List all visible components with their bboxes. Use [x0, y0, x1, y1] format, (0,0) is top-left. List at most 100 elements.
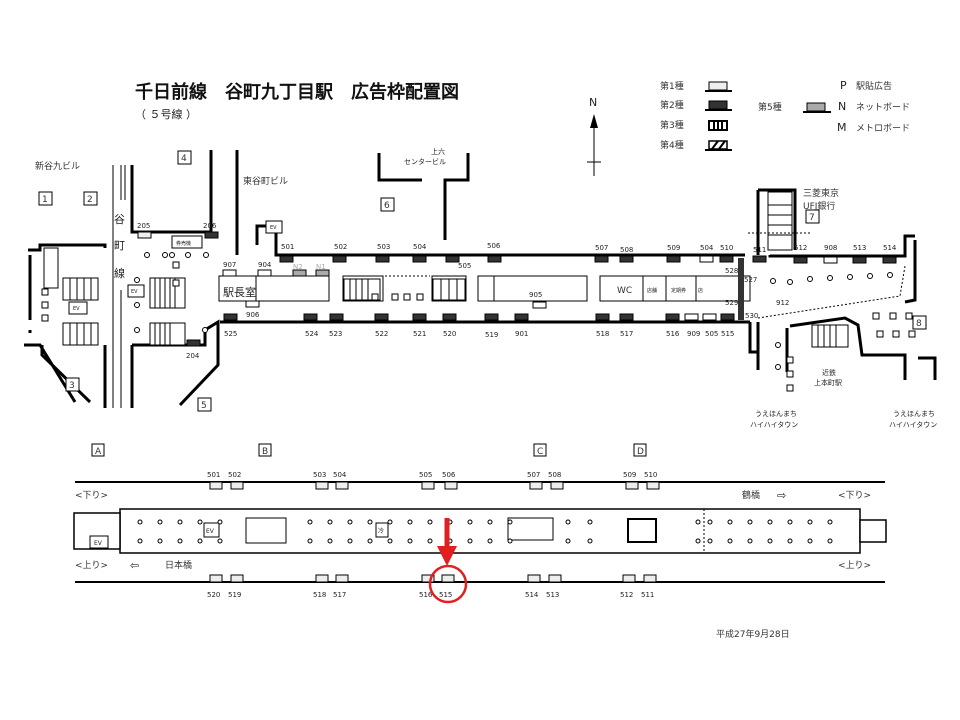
- platform-ad-number-lower: 519: [228, 591, 241, 599]
- ad-slot-number: 529: [725, 299, 738, 307]
- platform-column: [727, 538, 733, 544]
- exit-number: 4: [181, 154, 187, 164]
- platform-column: [387, 519, 393, 525]
- platform-ad-number-upper: 510: [644, 471, 657, 479]
- exit-box: [83, 191, 98, 206]
- ticket-machine-label: 券売機: [176, 240, 191, 247]
- ad-slot: [702, 313, 717, 321]
- platform-ad-slot-lower: [230, 574, 244, 583]
- ad-slot-number: 901: [515, 330, 528, 338]
- platform-ad-number-lower: 516: [419, 591, 433, 599]
- ad-slot: [852, 256, 867, 264]
- platform-column: [827, 538, 833, 544]
- highlight-marker: [428, 518, 468, 604]
- ev-label-3: EV: [270, 225, 277, 231]
- ad-slot-number: 516: [666, 330, 680, 338]
- date-label: 平成27年9月28日: [716, 628, 790, 640]
- platform-ad-slot-lower: [441, 574, 455, 583]
- ad-slot-number: 524: [305, 330, 319, 338]
- ad-slot-number: 505: [705, 330, 718, 338]
- ad-slot: [719, 255, 734, 263]
- ad-slot: [332, 255, 347, 263]
- ad-slot: [823, 256, 838, 264]
- column: [887, 272, 893, 278]
- ad-slot: [186, 339, 201, 347]
- exit-number: 7: [809, 213, 815, 223]
- platform-column: [467, 538, 473, 544]
- ad-slot-number: 503: [377, 243, 390, 251]
- legend-type-5: 第5種: [758, 101, 782, 113]
- column: [203, 252, 209, 258]
- platform-ad-slot-lower: [527, 574, 541, 583]
- legend-type-4: 第4種: [660, 139, 684, 151]
- platform-column: [157, 519, 163, 525]
- platform-ad-number-lower: 517: [333, 591, 346, 599]
- ad-slot: [329, 313, 344, 321]
- north-arrow-icon: N: [587, 96, 601, 176]
- ad-slot: [412, 255, 427, 263]
- pillar: [889, 312, 897, 320]
- line-name-2: 町: [114, 239, 125, 252]
- ad-slot: [595, 313, 610, 321]
- platform-diagram: EV EV 冷 <下り> 鶴橋 ⇨ <下り> <上り> ⇦ 日本橋 <上り>: [73, 481, 887, 583]
- ad-slot-number: 515: [721, 330, 734, 338]
- ad-slot: [752, 255, 767, 263]
- ad-slot: [699, 255, 714, 263]
- pillar: [41, 301, 49, 309]
- ad-slot-number: 906: [246, 311, 260, 319]
- pillar: [172, 279, 180, 287]
- down-label-right: <下り>: [838, 490, 871, 501]
- column: [770, 278, 776, 284]
- platform-ad-slot-lower: [421, 574, 435, 583]
- column: [134, 277, 140, 283]
- platform-column: [407, 519, 413, 525]
- platform-ad-slot-upper: [550, 481, 564, 490]
- platform-column: [587, 519, 593, 525]
- line-name-1: 谷: [114, 213, 125, 226]
- building-shintaniku: 新谷九ビル: [35, 160, 80, 172]
- ad-slot-number: 502: [334, 243, 347, 251]
- section-label: C: [537, 447, 543, 457]
- building-bank-1: 三菱東京: [803, 187, 839, 199]
- column: [185, 252, 191, 258]
- ad-slot: [303, 313, 318, 321]
- platform-column: [695, 519, 701, 525]
- ad-slot: [619, 255, 634, 263]
- ad-slot: [204, 231, 219, 239]
- exit-box: [805, 209, 820, 224]
- platform-ad-slot-lower: [335, 574, 349, 583]
- platform-column: [427, 538, 433, 544]
- pillar: [786, 356, 794, 364]
- stairs: [62, 191, 906, 348]
- platform-column: [727, 519, 733, 525]
- exit-box: [912, 315, 927, 330]
- ad-slot: [594, 255, 609, 263]
- down-label-left: <下り>: [75, 490, 108, 501]
- ad-slot: [137, 231, 152, 239]
- platform-ad-slot-upper: [625, 481, 639, 490]
- building-uehon-2: センタービル: [404, 157, 446, 166]
- platform-ad-number-upper: 508: [548, 471, 561, 479]
- page-title: 千日前線 谷町九丁目駅 広告枠配置図: [135, 81, 459, 103]
- platform-column: [787, 519, 793, 525]
- section-marker: [258, 443, 272, 457]
- ad-slot: [279, 255, 294, 263]
- ad-slot: [315, 269, 330, 277]
- north-label: N: [589, 96, 597, 109]
- platform-ad-number-lower: 511: [641, 591, 654, 599]
- pillar: [786, 370, 794, 378]
- platform-column: [487, 538, 493, 544]
- ad-slot-number: 904: [258, 261, 272, 269]
- ad-slot: [666, 255, 681, 263]
- platform-column: [807, 538, 813, 544]
- ad-slot: [245, 300, 260, 308]
- platform-ad-slot-lower: [643, 574, 657, 583]
- ad-slot-number: 506: [487, 242, 501, 250]
- platform-column: [217, 538, 223, 544]
- platform-ad-slot-upper: [646, 481, 660, 490]
- ad-slot: [374, 313, 389, 321]
- ad-slot: [412, 313, 427, 321]
- building-higashitanimachi: 東谷町ビル: [243, 175, 288, 187]
- legend-code-p: P: [840, 79, 847, 92]
- ad-slot: [619, 313, 634, 321]
